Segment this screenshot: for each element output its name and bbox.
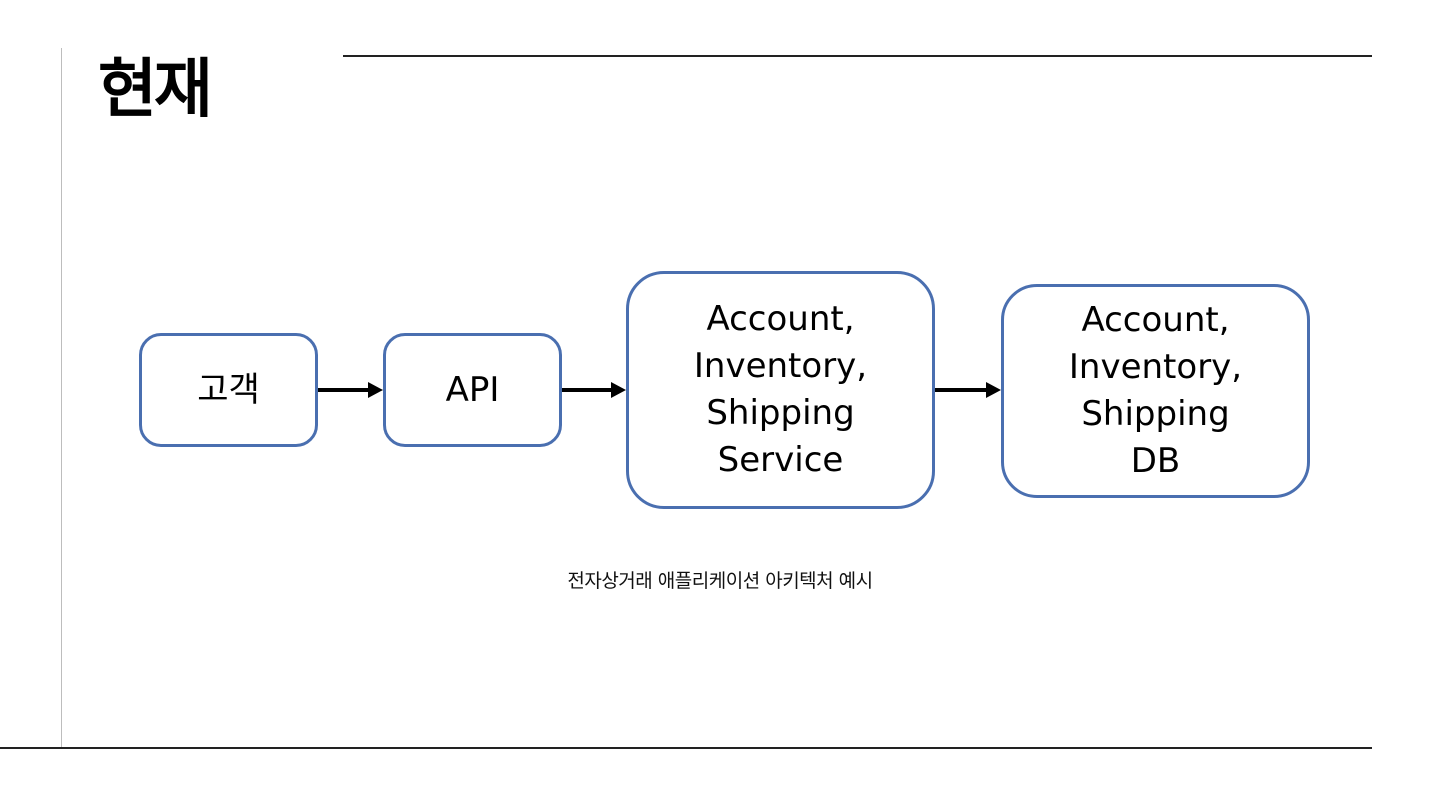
arrow-customer-to-api [318, 382, 383, 398]
top-horizontal-rule [343, 55, 1372, 57]
left-vertical-rule [61, 48, 62, 748]
api-node: API [383, 333, 562, 447]
db-node-label: Account, Inventory, Shipping DB [1068, 300, 1243, 481]
diagram-caption: 전자상거래 애플리케이션 아키텍처 예시 [567, 570, 873, 592]
bottom-horizontal-rule [0, 747, 1372, 749]
customer-node-label: 고객 [197, 369, 260, 410]
slide-title: 현재 [98, 53, 213, 127]
service-node: Account, Inventory, Shipping Service [626, 271, 935, 509]
service-node-label: Account, Inventory, Shipping Service [693, 299, 868, 480]
arrow-api-to-service [562, 382, 626, 398]
db-node: Account, Inventory, Shipping DB [1001, 284, 1310, 498]
customer-node: 고객 [139, 333, 318, 447]
arrow-service-to-db [935, 382, 1001, 398]
api-node-label: API [445, 369, 500, 410]
